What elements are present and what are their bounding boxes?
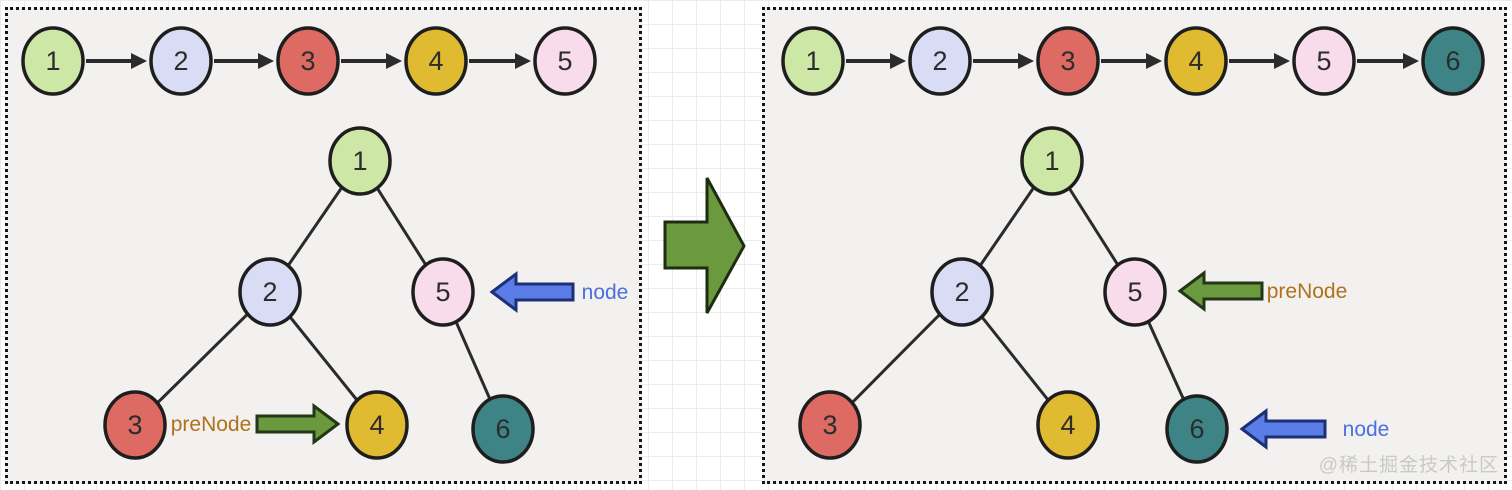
after-panel — [762, 7, 1507, 484]
tree-node-value: 5 — [435, 277, 450, 307]
list-node-value: 3 — [300, 46, 315, 76]
list-node-value: 3 — [1060, 46, 1075, 76]
blue-pointer-arrow-icon — [489, 271, 575, 313]
list-node-value: 5 — [557, 46, 572, 76]
tree-node-5 — [1103, 257, 1167, 327]
tree-node-4 — [345, 390, 409, 460]
after-group: 1 2 3 4 5 6 1 2 5 3 4 6 preNode node — [781, 26, 1485, 464]
tree-node-value: 4 — [369, 410, 384, 440]
list-arrowhead-icon — [258, 53, 274, 69]
list-arrowhead-icon — [890, 53, 906, 69]
list-node-value: 6 — [1445, 46, 1460, 76]
list-arrowhead-icon — [1274, 53, 1290, 69]
tree-node-4 — [1036, 390, 1100, 460]
tree-node-value: 5 — [1127, 277, 1142, 307]
list-node-value: 1 — [805, 46, 820, 76]
tree-node-5 — [411, 257, 475, 327]
tree-node-3 — [103, 390, 167, 460]
list-node-5 — [1292, 26, 1356, 96]
list-arrowhead-icon — [1403, 53, 1419, 69]
node-pointer-label: node — [1343, 418, 1390, 441]
list-node-6 — [1421, 26, 1485, 96]
watermark: @稀土掘金技术社区 — [1318, 455, 1499, 476]
list-node-3 — [276, 26, 340, 96]
list-node-value: 2 — [932, 46, 947, 76]
list-node-value: 2 — [173, 46, 188, 76]
tree-node-value: 6 — [1189, 414, 1204, 444]
list-node-value: 4 — [1188, 46, 1203, 76]
tree-node-2 — [930, 257, 994, 327]
blue-pointer-arrow-icon — [1239, 408, 1327, 450]
before-group: 1 2 3 4 5 1 2 5 3 4 6 node preNode — [21, 26, 629, 464]
tree-node-value: 4 — [1060, 410, 1075, 440]
node-pointer-label: node — [582, 281, 629, 304]
tree-node-value: 2 — [954, 277, 969, 307]
list-node-value: 1 — [45, 46, 60, 76]
tree-node-value: 3 — [127, 410, 142, 440]
list-node-1 — [781, 26, 845, 96]
tree-node-1 — [328, 126, 392, 196]
tree-node-3 — [798, 390, 862, 460]
preNode-pointer-label: preNode — [171, 413, 252, 436]
green-pointer-arrow-icon — [255, 403, 341, 445]
tree-node-6 — [471, 394, 535, 464]
tree-node-2 — [238, 257, 302, 327]
list-arrowhead-icon — [1018, 53, 1034, 69]
list-node-3 — [1036, 26, 1100, 96]
list-node-value: 5 — [1316, 46, 1331, 76]
preNode-pointer-label: preNode — [1267, 280, 1348, 303]
tree-node-1 — [1020, 126, 1084, 196]
list-arrowhead-icon — [515, 53, 531, 69]
list-arrowhead-icon — [386, 53, 402, 69]
tree-node-value: 2 — [262, 277, 277, 307]
list-node-1 — [21, 26, 85, 96]
list-node-5 — [533, 26, 597, 96]
list-node-value: 4 — [428, 46, 443, 76]
green-pointer-arrow-icon — [1177, 270, 1264, 312]
list-arrowhead-icon — [131, 53, 147, 69]
tree-node-value: 1 — [352, 146, 367, 176]
list-node-4 — [1164, 26, 1228, 96]
list-node-2 — [149, 26, 213, 96]
tree-node-value: 3 — [822, 410, 837, 440]
tree-node-value: 6 — [495, 414, 510, 444]
tree-node-6 — [1165, 394, 1229, 464]
tree-node-value: 1 — [1044, 146, 1059, 176]
list-node-4 — [404, 26, 468, 96]
list-arrowhead-icon — [1146, 53, 1162, 69]
list-node-2 — [908, 26, 972, 96]
transform-right-arrow-icon — [663, 177, 746, 314]
